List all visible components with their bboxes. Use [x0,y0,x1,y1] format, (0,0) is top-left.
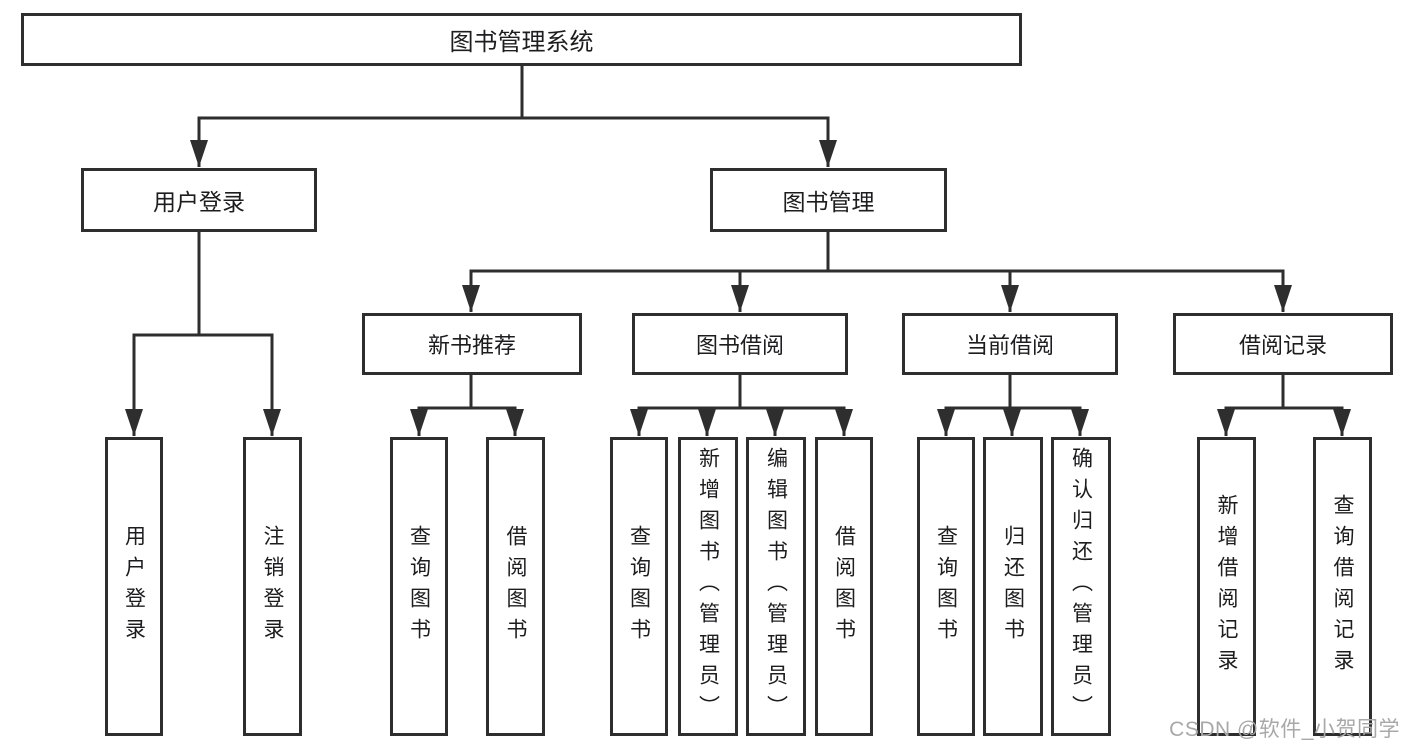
node-current-borrowing: 当前借阅 [902,313,1118,375]
leaf-cb-return-books: 归还图书 [983,437,1043,736]
leaf-label: 新增图书（管理员） [696,447,720,726]
node-user-login: 用户登录 [81,168,317,232]
leaf-label: 查询图书 [407,524,431,649]
leaf-bb-query-books: 查询图书 [610,437,668,736]
leaf-cb-confirm-return-admin: 确认归还（管理员） [1051,437,1111,736]
leaf-br-query-record: 查询借阅记录 [1313,437,1372,736]
node-library-management-system: 图书管理系统 [21,13,1022,66]
node-book-management: 图书管理 [710,168,947,232]
leaf-logout: 注销登录 [243,437,302,736]
node-borrowing-records: 借阅记录 [1173,313,1393,375]
node-book-borrowing: 图书借阅 [632,313,848,375]
leaf-label: 借阅图书 [832,524,856,649]
leaf-nb-borrow-books: 借阅图书 [486,437,545,736]
node-new-book-recommendation: 新书推荐 [362,313,582,375]
leaf-label: 归还图书 [1001,524,1025,649]
leaf-label: 查询借阅记录 [1331,493,1354,680]
leaf-label: 注销登录 [261,524,284,649]
leaf-label: 确认归还（管理员） [1069,447,1093,726]
leaf-user-login: 用户登录 [105,437,163,736]
leaf-bb-edit-books-admin: 编辑图书（管理员） [746,437,806,736]
leaf-bb-add-books-admin: 新增图书（管理员） [678,437,738,736]
leaf-bb-borrow-books: 借阅图书 [815,437,873,736]
watermark: CSDN @软件_小贺同学 [1169,718,1400,741]
leaf-label: 新增借阅记录 [1215,493,1238,680]
leaf-label: 编辑图书（管理员） [764,447,788,726]
leaf-label: 查询图书 [934,524,958,649]
leaf-cb-query-books: 查询图书 [917,437,975,736]
leaf-label: 查询图书 [627,524,651,649]
leaf-label: 用户登录 [122,524,146,649]
leaf-br-add-record: 新增借阅记录 [1197,437,1256,736]
leaf-nb-query-books: 查询图书 [390,437,448,736]
leaf-label: 借阅图书 [504,524,527,649]
